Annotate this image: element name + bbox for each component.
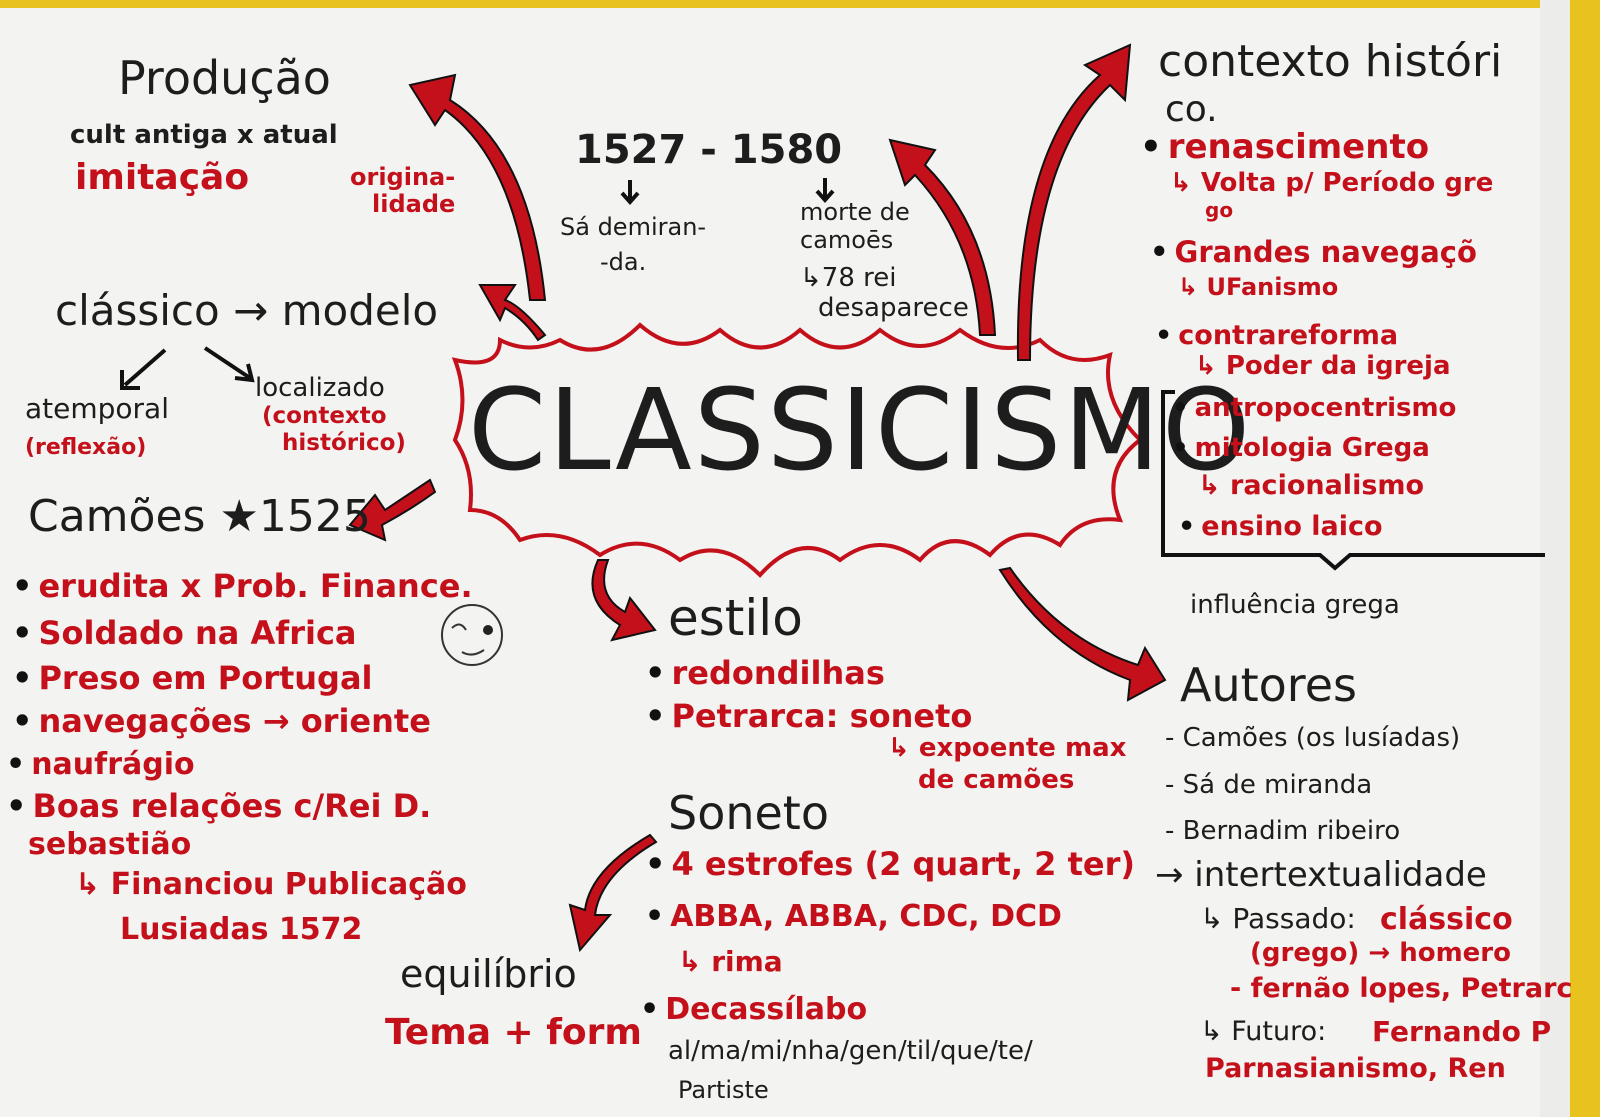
date-end-label-4: desaparece (818, 293, 969, 323)
contexto-item: mitologia Grega (1172, 435, 1430, 461)
estilo-sub-2: de camões (918, 765, 1075, 795)
producao-line: cult antiga x atual (70, 120, 338, 150)
central-title: CLASSICISMO (468, 366, 1253, 496)
camoes-item: Boas relações c/Rei D. (6, 790, 431, 822)
contexto-sub: ↳ Poder da igreja (1195, 351, 1451, 381)
passado-label: ↳ Passado: (1200, 902, 1356, 935)
atemporal-sub: (reflexão) (25, 435, 147, 460)
equilibrio-sub: Tema + form (385, 1012, 642, 1053)
producao-originalidade: origina- (350, 163, 456, 191)
autores-heading: Autores (1180, 658, 1357, 712)
classico-heading: clássico → modelo (55, 286, 439, 335)
equilibrio-heading: equilíbrio (400, 952, 577, 996)
arrow-to-localizado (203, 346, 255, 383)
estilo-heading: estilo (668, 589, 803, 647)
intertextualidade: → intertextualidade (1155, 855, 1487, 895)
contexto-item: renascimento (1140, 130, 1429, 164)
passado-value: clássico (1380, 902, 1513, 937)
paper-edge (1540, 0, 1570, 1117)
soneto-heading: Soneto (668, 786, 829, 840)
producao-originalidade-cont: lidade (372, 190, 456, 218)
date-start-label: Sá demiran- (560, 213, 707, 241)
date-start-label-cont: -da. (600, 248, 647, 276)
central-starburst (451, 322, 1144, 578)
date-end-label-2: camoēs (800, 226, 894, 254)
estilo-item: Petrarca: soneto (645, 700, 972, 732)
contexto-sub: ↳ racionalismo (1198, 470, 1425, 501)
localizado-sub-2: histórico) (282, 430, 406, 456)
date-end-label: morte de (800, 198, 910, 226)
camoes-item: navegações → oriente (12, 705, 430, 737)
passado-detail-2: - fernão lopes, Petrarc (1230, 973, 1573, 1004)
date-range: 1527 - 1580 (575, 127, 843, 173)
localizado-sub: (contexto (262, 403, 387, 429)
contexto-sub: ↳ UFanismo (1178, 273, 1339, 301)
localizado-label: localizado (255, 373, 385, 403)
estilo-item: redondilhas (645, 657, 884, 689)
contexto-item: antropocentrismo (1172, 395, 1457, 421)
bracket-label: influência grega (1190, 590, 1400, 620)
futuro-label: ↳ Futuro: (1200, 1016, 1327, 1047)
camoes-item: Preso em Portugal (12, 662, 372, 694)
contexto-item: ensino laico (1178, 513, 1382, 540)
arrow-down-1527 (620, 180, 640, 206)
arrow-to-producao (408, 73, 547, 301)
camoes-item: Soldado na Africa (12, 617, 356, 649)
arrow-to-atemporal (120, 348, 167, 390)
passado-detail: (grego) → homero (1250, 938, 1511, 968)
camoes-heading: Camões ★1525 (28, 491, 371, 542)
atemporal-label: atemporal (25, 392, 169, 425)
arrow-down-1580 (815, 178, 835, 204)
arrow-to-contexto (1016, 43, 1132, 361)
arrow-to-classico (478, 284, 547, 342)
camoes-sub-2: Lusiadas 1572 (120, 912, 363, 947)
producao-imitacao: imitação (75, 157, 250, 198)
date-end-label-3: ↳78 rei (800, 263, 897, 293)
arrow-to-estilo (591, 559, 657, 642)
bracket (1161, 390, 1545, 571)
contexto-sub: go (1205, 198, 1234, 222)
soneto-item: ABBA, ABBA, CDC, DCD (645, 902, 1062, 932)
arrow-to-autores (998, 566, 1167, 702)
producao-heading: Produção (118, 51, 331, 105)
futuro-value: Fernando P (1372, 1015, 1552, 1048)
camoes-item: naufrágio (6, 750, 194, 780)
soneto-scansion-2: Partiste (678, 1076, 769, 1104)
arrow-to-camoes (348, 478, 437, 542)
camoes-item: erudita x Prob. Finance. (12, 570, 472, 602)
soneto-rima: ↳ rima (678, 945, 783, 978)
autor-item: - Bernadim ribeiro (1165, 816, 1401, 846)
camoes-item: sebastião (28, 827, 192, 862)
contexto-heading-cont: co. (1165, 89, 1218, 130)
estilo-sub: ↳ expoente max (888, 733, 1127, 763)
autor-item: - Camões (os lusíadas) (1165, 723, 1461, 753)
arrow-to-dates (888, 138, 997, 336)
soneto-scansion: al/ma/mi/nha/gen/til/que/te/ (668, 1036, 1033, 1066)
contexto-heading: contexto históri (1158, 36, 1503, 87)
contexto-item: contrareforma (1155, 322, 1398, 349)
arrow-to-equilibrio (568, 833, 658, 953)
soneto-item: 4 estrofes (2 quart, 2 ter) (645, 848, 1135, 880)
autor-item: - Sá de miranda (1165, 770, 1373, 800)
soneto-item: Decassílabo (640, 995, 867, 1025)
camoes-sub: ↳ Financiou Publicação (75, 867, 467, 902)
contexto-sub: ↳ Volta p/ Período gre (1170, 168, 1494, 198)
contexto-item: Grandes navegaçõ (1150, 238, 1477, 267)
wink-face-icon (441, 604, 503, 666)
futuro-detail: Parnasianismo, Ren (1205, 1053, 1506, 1084)
